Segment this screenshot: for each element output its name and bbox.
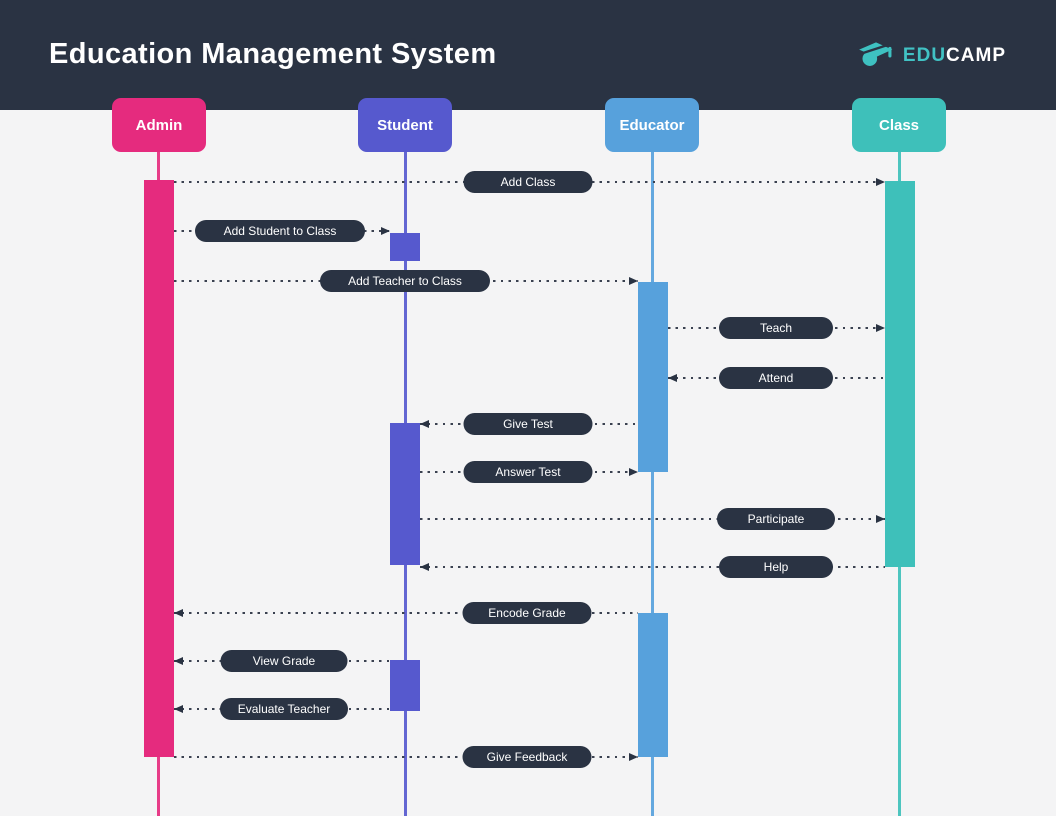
- message-pill-view-grade[interactable]: View Grade: [220, 650, 348, 672]
- actor-box-class[interactable]: Class: [852, 98, 946, 152]
- arrowhead-left: [668, 373, 677, 382]
- actor-label: Educator: [619, 116, 685, 134]
- logo-text-edu: EDU: [902, 44, 947, 66]
- arrowhead-left: [420, 562, 429, 571]
- message-pill-encode-grade[interactable]: Encode Grade: [462, 602, 592, 624]
- message-pill-give-test[interactable]: Give Test: [463, 413, 593, 435]
- activation-bar-class: [885, 181, 915, 567]
- arrowhead-right: [629, 276, 638, 285]
- message-line-participate: [420, 518, 885, 520]
- lifeline-educator: [651, 152, 654, 816]
- message-pill-add-student-to-class[interactable]: Add Student to Class: [195, 220, 365, 242]
- arrowhead-right: [876, 323, 885, 332]
- arrowhead-right: [876, 514, 885, 523]
- activation-bar-student-3: [390, 660, 420, 711]
- actor-label: Class: [878, 116, 920, 134]
- message-pill-help[interactable]: Help: [719, 556, 833, 578]
- arrowhead-left: [174, 704, 183, 713]
- message-pill-give-feedback[interactable]: Give Feedback: [462, 746, 592, 768]
- activation-bar-admin: [144, 180, 174, 757]
- arrowhead-right: [629, 752, 638, 761]
- logo-text: EDUCAMP: [903, 45, 1006, 67]
- message-line-give-feedback: [174, 756, 638, 758]
- message-pill-attend[interactable]: Attend: [719, 367, 833, 389]
- educamp-logo: EDUCAMP: [858, 38, 1006, 73]
- header-bar: Education Management System EDUCAMP: [0, 0, 1056, 110]
- arrowhead-right: [629, 467, 638, 476]
- graduation-cap-icon: [858, 38, 894, 73]
- actor-box-student[interactable]: Student: [358, 98, 452, 152]
- arrowhead-left: [420, 419, 429, 428]
- message-line-help: [420, 566, 885, 568]
- page-title: Education Management System: [49, 38, 497, 70]
- message-line-encode-grade: [174, 612, 638, 614]
- message-pill-participate[interactable]: Participate: [717, 508, 835, 530]
- arrowhead-right: [876, 177, 885, 186]
- message-pill-add-class[interactable]: Add Class: [463, 171, 593, 193]
- message-pill-answer-test[interactable]: Answer Test: [463, 461, 593, 483]
- activation-bar-student-2: [390, 423, 420, 565]
- message-pill-add-teacher-to-class[interactable]: Add Teacher to Class: [320, 270, 490, 292]
- arrowhead-right: [381, 226, 390, 235]
- actor-label: Admin: [135, 116, 183, 134]
- arrowhead-left: [174, 608, 183, 617]
- arrowhead-left: [174, 656, 183, 665]
- actor-box-admin[interactable]: Admin: [112, 98, 206, 152]
- actor-box-educator[interactable]: Educator: [605, 98, 699, 152]
- message-pill-teach[interactable]: Teach: [719, 317, 833, 339]
- activation-bar-educator-1: [638, 282, 668, 472]
- actor-label: Student: [377, 116, 433, 134]
- activation-bar-educator-2: [638, 613, 668, 757]
- activation-bar-student-1: [390, 233, 420, 261]
- message-pill-evaluate-teacher[interactable]: Evaluate Teacher: [220, 698, 348, 720]
- logo-text-camp: CAMP: [946, 44, 1006, 66]
